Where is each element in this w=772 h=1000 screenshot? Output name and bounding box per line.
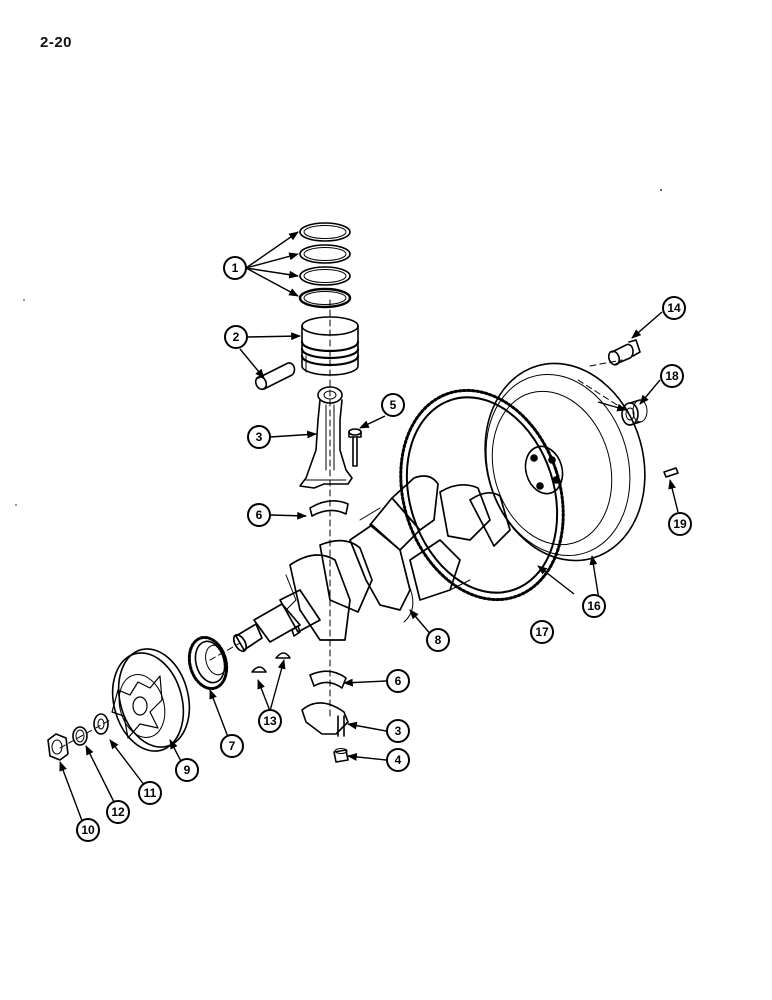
pulley-nut (47, 733, 69, 761)
crankshaft-pulley (111, 648, 191, 752)
callout-19-label: 19 (673, 517, 687, 531)
woodruff-keys (251, 625, 301, 673)
callout-9: 9 (175, 758, 199, 782)
callout-12-label: 12 (111, 805, 125, 819)
crankshaft-gear (187, 635, 229, 691)
piston-rings (298, 222, 352, 309)
callout-8: 8 (426, 628, 450, 652)
callout-14: 14 (662, 296, 686, 320)
callout-19: 19 (668, 512, 692, 536)
callout-3-lower: 3 (386, 719, 410, 743)
flywheel-bolt (607, 339, 641, 366)
callout-18-label: 18 (665, 369, 679, 383)
callout-18: 18 (660, 364, 684, 388)
callout-6-lower: 6 (386, 669, 410, 693)
callout-7-label: 7 (229, 739, 236, 753)
crankshaft (232, 475, 511, 653)
callout-2: 2 (224, 325, 248, 349)
callout-11: 11 (138, 781, 162, 805)
piston-pin (254, 362, 296, 391)
callout-1-label: 1 (232, 261, 239, 275)
callout-8-label: 8 (435, 633, 442, 647)
callout-16: 16 (582, 594, 606, 618)
flywheel (484, 362, 646, 562)
connecting-rod (299, 386, 353, 489)
callout-7: 7 (220, 734, 244, 758)
callout-17: 17 (530, 620, 554, 644)
callout-16-label: 16 (587, 599, 601, 613)
callout-10: 10 (76, 818, 100, 842)
page-number: 2-20 (40, 34, 73, 51)
ring-gear (399, 388, 565, 602)
callout-6-lower-label: 6 (395, 674, 402, 688)
rod-nut (333, 748, 349, 763)
callout-2-label: 2 (233, 330, 240, 344)
callout-1: 1 (223, 256, 247, 280)
lock-washer (72, 726, 88, 746)
flywheel-bush (621, 399, 648, 426)
callout-13-label: 13 (263, 714, 277, 728)
callout-9-label: 9 (184, 763, 191, 777)
callout-6-upper: 6 (247, 503, 271, 527)
callout-11-label: 11 (144, 786, 157, 800)
callout-6-upper-label: 6 (256, 508, 263, 522)
upper-bearing-shell (309, 500, 349, 517)
callout-14-label: 14 (667, 301, 681, 315)
lower-bearing-shell (309, 670, 347, 689)
callout-12: 12 (106, 800, 130, 824)
washer (93, 713, 109, 735)
callout-4-label: 4 (395, 753, 402, 767)
callout-13: 13 (258, 709, 282, 733)
callout-3-upper: 3 (247, 425, 271, 449)
callout-5: 5 (381, 393, 405, 417)
callout-3-upper-label: 3 (256, 430, 263, 444)
callout-4: 4 (386, 748, 410, 772)
dowel-pin (663, 467, 679, 478)
callout-17-label: 17 (535, 625, 549, 639)
callout-5-label: 5 (390, 398, 397, 412)
rod-bolt (348, 428, 362, 467)
rod-cap (301, 702, 349, 737)
callout-10-label: 10 (81, 823, 95, 837)
callout-3-lower-label: 3 (395, 724, 402, 738)
